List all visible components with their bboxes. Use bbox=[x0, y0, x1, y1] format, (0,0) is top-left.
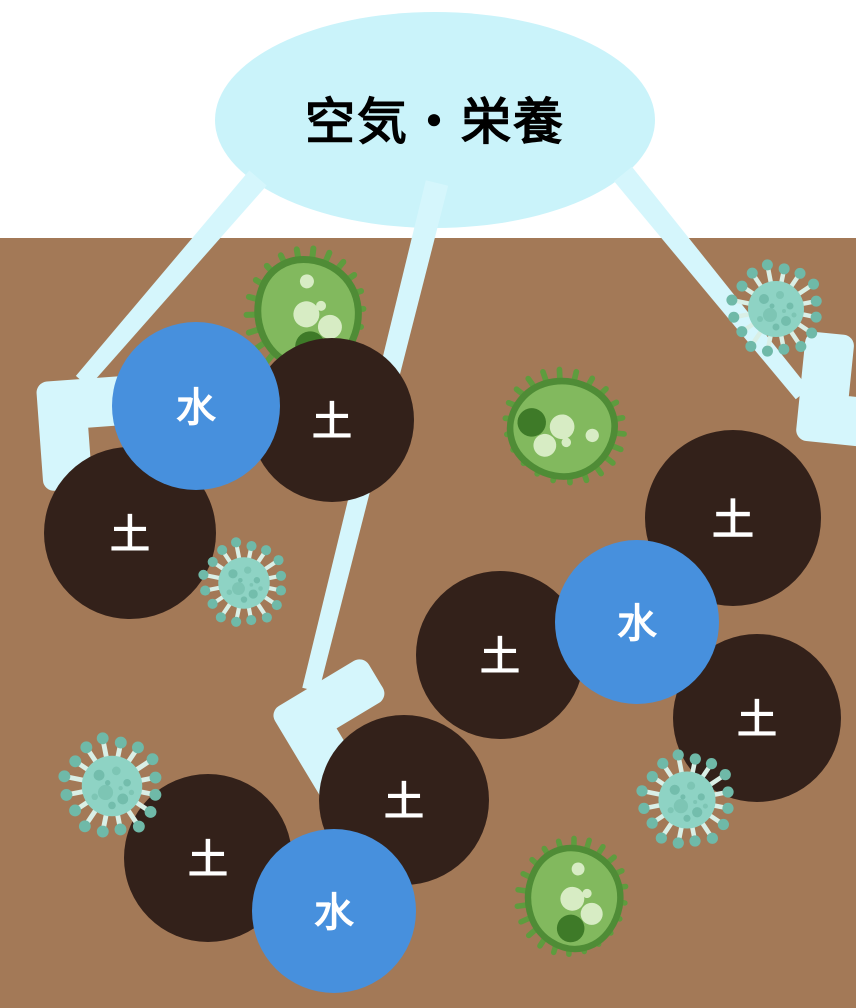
virus-4-spot-2 bbox=[687, 781, 696, 790]
bacterium-3-organelle-1 bbox=[571, 862, 585, 876]
virus-4-spot-9 bbox=[680, 794, 686, 800]
bacterium-3-organelle-3 bbox=[560, 886, 585, 911]
soil-particle-5-label: 土 bbox=[737, 698, 777, 742]
virus-4-spot-8 bbox=[702, 803, 708, 809]
virus-1 bbox=[198, 537, 287, 627]
bacterium-2-organelle-5 bbox=[517, 408, 546, 437]
virus-1-spot-4 bbox=[232, 582, 245, 595]
virus-4 bbox=[636, 749, 734, 849]
soil-particle-6-label: 土 bbox=[384, 780, 424, 824]
bacterium-1-organelle-4 bbox=[317, 314, 342, 339]
virus-1-spikes bbox=[198, 537, 287, 627]
virus-2-spot-4 bbox=[763, 308, 777, 322]
virus-3-spot-2 bbox=[112, 766, 121, 776]
virus-1-spot-2 bbox=[244, 566, 252, 574]
virus-1-spot-5 bbox=[248, 589, 258, 599]
soil-particle-2-circle bbox=[44, 447, 216, 619]
soil-particle-4-label: 土 bbox=[480, 635, 520, 679]
soil-particle-1-circle bbox=[250, 338, 414, 502]
soil-particle-7: 土 bbox=[124, 774, 292, 942]
bacterium-3-organelle-2 bbox=[582, 888, 592, 899]
soil-particle-7-label: 土 bbox=[188, 838, 228, 882]
soil-particle-3-label: 土 bbox=[712, 497, 754, 544]
virus-3 bbox=[58, 732, 162, 838]
bacterium-3-organelle-4 bbox=[580, 902, 603, 925]
bacterium-2-organelle-1 bbox=[585, 428, 599, 443]
virus-4-spot-1 bbox=[669, 784, 680, 795]
virus-1-spot-1 bbox=[228, 569, 238, 579]
virus-4-spot-5 bbox=[692, 807, 703, 818]
virus-1-spot-6 bbox=[226, 589, 233, 595]
air-nutrients-callout: 空気・栄養 bbox=[215, 12, 655, 228]
soil-contents-layer: 土土土土土土土水水水 bbox=[44, 245, 841, 993]
bacterium-1-organelle-2 bbox=[316, 300, 327, 311]
virus-4-spot-3 bbox=[697, 793, 705, 801]
virus-2-spot-8 bbox=[791, 312, 797, 318]
virus-1-spot-9 bbox=[238, 577, 243, 583]
virus-2-spot-2 bbox=[776, 291, 784, 299]
virus-3-spot-3 bbox=[123, 778, 131, 787]
water-drop-3: 水 bbox=[252, 829, 416, 993]
bacterium-3-organelle-5 bbox=[556, 914, 585, 943]
bacterium-1-organelle-3 bbox=[293, 301, 320, 328]
callout-ellipse bbox=[215, 12, 655, 228]
bacterium-2 bbox=[502, 366, 627, 486]
water-drop-1: 水 bbox=[112, 322, 280, 490]
virus-3-spot-9 bbox=[104, 780, 111, 786]
virus-2-spot-7 bbox=[772, 323, 780, 331]
virus-2-spot-9 bbox=[769, 303, 775, 309]
bacterium-1-organelle-1 bbox=[299, 274, 314, 289]
soil-particle-1: 土 bbox=[250, 338, 414, 502]
soil-particle-4: 土 bbox=[416, 571, 584, 739]
virus-4-spot-7 bbox=[683, 814, 691, 822]
arrow-right-head bbox=[796, 332, 856, 450]
virus-2 bbox=[726, 259, 822, 357]
virus-3-spot-4 bbox=[97, 784, 114, 801]
virus-2-spot-3 bbox=[786, 302, 794, 310]
soil-particle-2-label: 土 bbox=[110, 513, 150, 557]
virus-1-spot-3 bbox=[253, 577, 261, 584]
bacterium-2-organelle-3 bbox=[549, 414, 575, 440]
water-drop-1-circle bbox=[112, 322, 280, 490]
bacterium-2-organelle-4 bbox=[533, 433, 557, 457]
water-drop-1-label: 水 bbox=[176, 386, 217, 430]
arrow-right bbox=[614, 166, 856, 450]
water-drop-2-circle bbox=[555, 540, 719, 704]
virus-4-spot-4 bbox=[673, 798, 689, 814]
virus-1-spot-7 bbox=[240, 596, 248, 603]
callout-label: 空気・栄養 bbox=[305, 94, 565, 150]
virus-3-spot-7 bbox=[108, 801, 116, 810]
virus-2-spot-5 bbox=[781, 316, 791, 326]
virus-2-spot-1 bbox=[759, 294, 769, 304]
virus-2-spot-10 bbox=[782, 309, 786, 313]
water-drop-3-label: 水 bbox=[314, 891, 355, 935]
bacterium-3 bbox=[514, 835, 629, 958]
virus-3-spot-1 bbox=[93, 769, 105, 781]
soil-particle-2: 土 bbox=[44, 447, 216, 619]
water-drop-3-circle bbox=[252, 829, 416, 993]
virus-4-spot-10 bbox=[693, 800, 698, 805]
virus-4-spikes bbox=[636, 749, 734, 849]
virus-4-spot-6 bbox=[667, 807, 674, 814]
virus-1-spot-10 bbox=[249, 583, 254, 587]
bacterium-2-organelle-2 bbox=[561, 437, 572, 448]
virus-3-spot-5 bbox=[117, 793, 129, 805]
virus-3-spot-6 bbox=[91, 793, 98, 801]
soil-particle-7-circle bbox=[124, 774, 292, 942]
soil-particle-4-circle bbox=[416, 571, 584, 739]
soil-particle-1-label: 土 bbox=[312, 400, 352, 444]
water-drop-2-label: 水 bbox=[617, 602, 658, 646]
water-drop-2: 水 bbox=[555, 540, 719, 704]
virus-3-spot-10 bbox=[118, 786, 123, 791]
virus-2-spot-6 bbox=[757, 316, 763, 322]
virus-1-spot-8 bbox=[258, 586, 263, 591]
virus-3-spot-8 bbox=[128, 789, 135, 796]
